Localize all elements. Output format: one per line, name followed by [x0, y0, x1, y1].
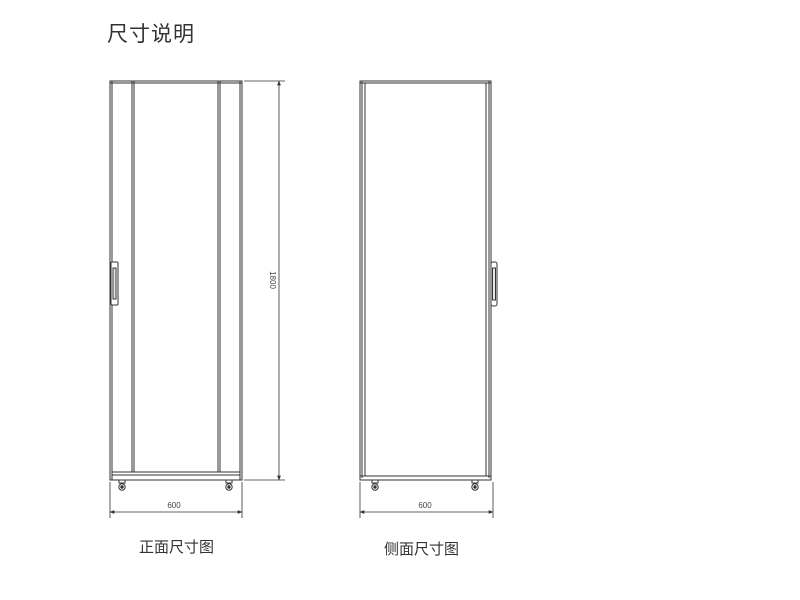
- side-width-dimension: [359, 482, 494, 518]
- front-caster-right-icon: [225, 479, 233, 491]
- front-height-label: 1800: [268, 271, 277, 289]
- page-title: 尺寸说明: [107, 22, 195, 46]
- side-caster-right-icon: [471, 479, 479, 491]
- front-door-handle-icon: [110, 261, 119, 306]
- front-width-label: 600: [167, 501, 181, 510]
- front-glass-panel: [131, 80, 221, 473]
- side-view-caption: 侧面尺寸图: [384, 540, 460, 558]
- side-door-handle-icon: [490, 261, 498, 307]
- side-view-cabinet: [359, 80, 492, 481]
- front-outer-frame: [109, 80, 243, 481]
- side-body-frame: [359, 80, 492, 481]
- front-height-dimension: [244, 80, 285, 481]
- front-base-plinth: [111, 471, 241, 481]
- front-width-dimension: [109, 482, 243, 518]
- side-width-label: 600: [418, 501, 432, 510]
- front-caster-left-icon: [118, 479, 126, 491]
- front-view-caption: 正面尺寸图: [139, 538, 215, 556]
- front-view-cabinet: [109, 80, 243, 481]
- side-caster-left-icon: [371, 479, 379, 491]
